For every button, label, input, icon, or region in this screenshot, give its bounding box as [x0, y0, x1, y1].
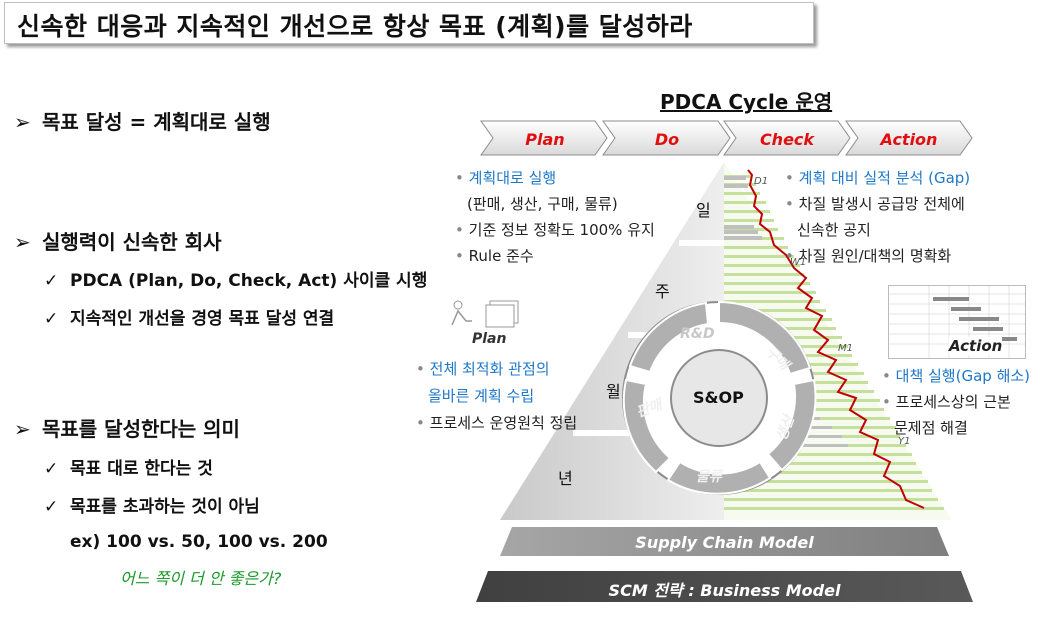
page-title: 신속한 대응과 지속적인 개선으로 항상 목표 (계획)를 달성하라: [17, 12, 693, 41]
chevron-do: [602, 120, 731, 156]
bullet-dot: •: [416, 414, 425, 432]
wheel-logistics-label: 물류: [696, 469, 722, 485]
phase-chevrons: [480, 120, 973, 156]
chevron-action: [845, 120, 973, 156]
label-m1: M1: [838, 343, 853, 354]
wheel-center-label: S&OP: [693, 388, 744, 407]
do-item: 기준 정보 정확도 100% 유지: [468, 221, 655, 239]
chevron-plan: [480, 120, 608, 156]
example-text: ex) 100 vs. 50, 100 vs. 200: [70, 532, 328, 552]
question-text: 어느 쪽이 더 안 좋은가?: [120, 569, 282, 588]
bullet-text: 목표를 달성한다는 의미: [42, 417, 240, 441]
phase-plan-label: Plan: [525, 130, 565, 149]
check-item: 차질 발생시 공급망 전체에: [798, 195, 965, 213]
sub-bullet-pdca: ✓ PDCA (Plan, Do, Check, Act) 사이클 시행: [44, 266, 427, 291]
bullet-dot: •: [882, 367, 891, 385]
arrow-bullet-icon: ➢: [14, 230, 31, 254]
action-item: 문제점 해결: [894, 419, 968, 437]
plan-item: 올바른 계획 수립: [428, 387, 535, 405]
bullet-dot: •: [785, 247, 794, 265]
check-item: 계획 대비 실적 분석 (Gap): [798, 169, 971, 187]
chart-actual-line: [747, 169, 925, 509]
check-icon: ✓: [44, 271, 59, 291]
action-item: 프로세스상의 근본: [895, 393, 1011, 411]
sub-bullet-text: PDCA (Plan, Do, Check, Act) 사이클 시행: [70, 271, 428, 291]
horizon-month: 월: [606, 382, 621, 401]
check-items: • 계획 대비 실적 분석 (Gap) • 차질 발생시 공급망 전체에 신속한…: [785, 165, 970, 269]
arrow-bullet-icon: ➢: [14, 417, 31, 441]
check-item: 신속한 공지: [797, 221, 871, 239]
check-item: 차질 원인/대책의 명확화: [798, 247, 952, 265]
do-item: (판매, 생산, 구매, 물류): [467, 195, 618, 213]
sub-bullet-as-target: ✓ 목표 대로 한다는 것: [44, 454, 213, 479]
supply-chain-model-label: Supply Chain Model: [635, 533, 814, 552]
bullet-dot: •: [455, 247, 464, 265]
phase-check-label: Check: [759, 130, 815, 149]
label-w1: W1: [790, 257, 807, 268]
bullet-dot: •: [785, 169, 794, 187]
bullet-dot: •: [882, 393, 891, 411]
supply-chain-bar: [500, 527, 949, 556]
bullet-goal-achievement: ➢ 목표 달성 = 계획대로 실행: [14, 106, 271, 135]
bullet-dot: •: [455, 169, 464, 187]
sub-bullet-text: 지속적인 개선을 경영 목표 달성 연결: [70, 309, 335, 329]
plan-block: • 전체 최적화 관점의 올바른 계획 수립 • 프로세스 운영원칙 정립: [416, 356, 577, 437]
sop-wheel: [622, 300, 817, 495]
horizon-year: 년: [558, 469, 573, 488]
horizon-week: 주: [655, 282, 670, 301]
bullet-text: 목표 달성 = 계획대로 실행: [42, 110, 271, 134]
sub-bullet-improvement: ✓ 지속적인 개선을 경영 목표 달성 연결: [44, 304, 334, 329]
scm-strategy-bar: [476, 571, 973, 602]
check-icon: ✓: [44, 309, 59, 329]
sub-bullet-text: 목표를 초과하는 것이 아님: [70, 497, 260, 517]
action-icon-label: Action: [949, 337, 1003, 355]
phase-do-label: Do: [654, 130, 680, 149]
bullet-dot: •: [785, 195, 794, 213]
sub-bullet-text: 목표 대로 한다는 것: [70, 459, 213, 479]
do-items: • 계획대로 실행 (판매, 생산, 구매, 물류) • 기준 정보 정확도 1…: [455, 165, 655, 269]
action-item: 대책 실행(Gap 해소): [895, 367, 1031, 385]
plan-item: 프로세스 운영원칙 정립: [429, 414, 578, 432]
scm-strategy-label: SCM 전략 : Business Model: [608, 581, 841, 600]
wheel-rnd-label: R&D: [680, 326, 715, 342]
sub-bullet-not-exceed: ✓ 목표를 초과하는 것이 아님: [44, 492, 260, 517]
bullet-meaning: ➢ 목표를 달성한다는 의미: [14, 413, 240, 442]
label-y1: Y1: [898, 436, 911, 447]
action-items: • 대책 실행(Gap 해소) • 프로세스상의 근본 문제점 해결: [882, 363, 1030, 441]
cycle-title: PDCA Cycle 운영: [660, 90, 833, 114]
bullet-dot: •: [455, 221, 464, 239]
arrow-bullet-icon: ➢: [14, 110, 31, 134]
check-icon: ✓: [44, 497, 59, 517]
check-icon: ✓: [44, 459, 59, 479]
do-item: Rule 준수: [468, 247, 534, 265]
plan-icon-label: Plan: [472, 331, 507, 347]
bullet-text: 실행력이 신속한 회사: [42, 230, 222, 254]
plan-item: 전체 최적화 관점의: [429, 360, 550, 378]
phase-action-label: Action: [880, 130, 938, 149]
horizon-day: 일: [696, 201, 711, 220]
pdca-diagram: [476, 120, 973, 602]
plan-icon: [446, 295, 526, 345]
bullet-dot: •: [416, 360, 425, 378]
chevron-check: [723, 120, 851, 156]
label-d1: D1: [754, 176, 769, 187]
do-item: 계획대로 실행: [468, 169, 557, 187]
title-box: 신속한 대응과 지속적인 개선으로 항상 목표 (계획)를 달성하라: [4, 2, 814, 44]
bullet-execution: ➢ 실행력이 신속한 회사: [14, 226, 222, 255]
